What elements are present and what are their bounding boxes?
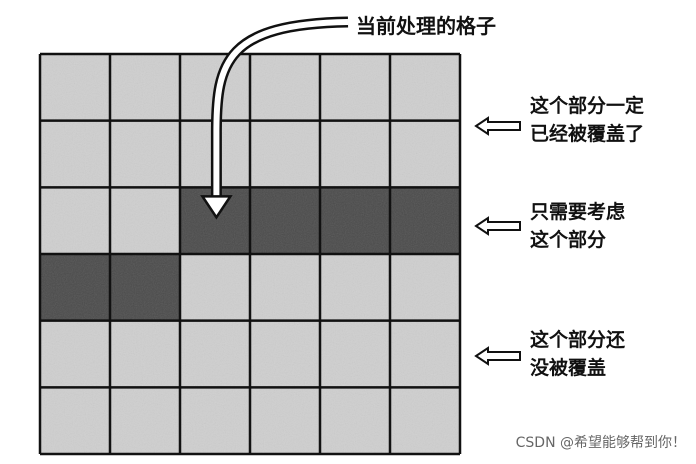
- consider-note-line-1: 只需要考虑: [530, 201, 626, 223]
- uncovered-region-note: 这个部分还 没被覆盖: [530, 326, 625, 382]
- uncovered-note-line-2: 没被覆盖: [530, 357, 607, 379]
- curved-arrow-icon: [213, 19, 349, 198]
- consider-note-line-2: 这个部分: [530, 229, 607, 251]
- covered-note-line-1: 这个部分一定: [530, 95, 645, 117]
- curved-arrow-head: [200, 195, 233, 220]
- left-arrow-icon: [474, 216, 521, 236]
- covered-note-line-2: 已经被覆盖了: [530, 123, 645, 145]
- arrows: [200, 16, 521, 366]
- current-cell-label: 当前处理的格子: [356, 14, 496, 38]
- left-arrow-icon: [474, 116, 521, 136]
- left-arrow-icon: [474, 346, 521, 366]
- uncovered-note-line-1: 这个部分还: [530, 329, 626, 351]
- grid-lines: [38, 52, 462, 456]
- watermark: CSDN @希望能够帮到你！: [515, 435, 686, 451]
- consider-region-note: 只需要考虑 这个部分: [530, 198, 625, 254]
- covered-region-note: 这个部分一定 已经被覆盖了: [530, 92, 644, 148]
